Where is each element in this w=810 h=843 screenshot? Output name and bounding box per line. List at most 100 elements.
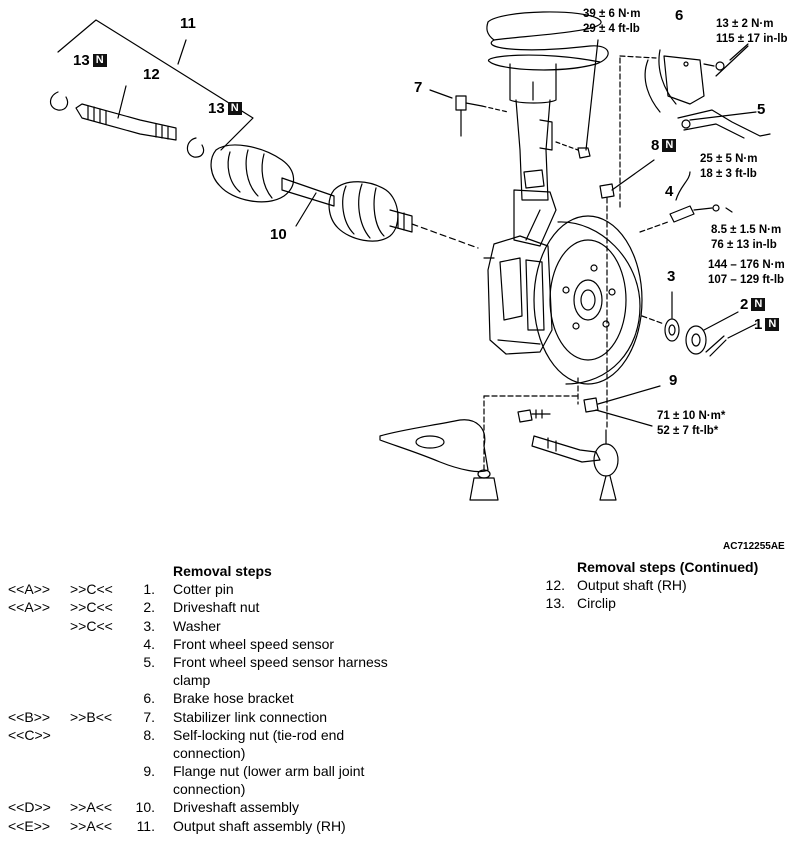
washer [664, 291, 680, 342]
removal-step-4: 4. Front wheel speed sensor [8, 635, 428, 653]
flange-nut [577, 377, 661, 427]
removal-step-3: >>C<< 3. Washer [8, 617, 428, 635]
step-text: Self-locking nut (tie-rod end connection… [173, 726, 345, 761]
service-code-removal: <<D>> [8, 799, 51, 816]
service-code-install: >>A<< [70, 799, 113, 816]
step-text: Washer [173, 617, 221, 634]
driveshaft-nut [685, 311, 739, 355]
driveshaft-assembly [210, 144, 479, 249]
step-number: 8. [143, 726, 155, 743]
circlip-left [49, 91, 69, 111]
step-number: 10. [135, 799, 155, 816]
step-number: 2. [143, 599, 155, 616]
strut-spring [486, 11, 609, 247]
service-code-install: >>B<< [70, 708, 113, 725]
service-code-install: >>A<< [70, 817, 113, 834]
step-text: Output shaft (RH) [577, 577, 687, 594]
step-number: 3. [143, 617, 155, 634]
self-locking-nut [599, 159, 655, 431]
harness-clamp [677, 109, 771, 139]
step-text: Cotter pin [173, 581, 234, 598]
service-code-install: >>C<< [70, 599, 113, 616]
strut-nut [555, 39, 599, 159]
step-text: Circlip [577, 595, 616, 612]
new-part-badge: N [765, 318, 780, 331]
step-number: 6. [143, 690, 155, 707]
step-text: Stabilizer link connection [173, 708, 328, 725]
new-part-badge: N [92, 54, 107, 67]
brake-hose-bracket [619, 43, 749, 211]
callout-6: 6 [675, 7, 684, 24]
removal-continued-heading: Removal steps (Continued) [577, 559, 759, 575]
removal-step-9: 9. Flange nut (lower arm ball joint conne… [8, 762, 428, 798]
step-number: 9. [143, 763, 155, 780]
removal-continued-heading-row: Removal steps (Continued) [537, 558, 807, 576]
removal-step-8: <<C>> 8. Self-locking nut (tie-rod end con… [8, 726, 428, 762]
callout-9: 9 [669, 372, 678, 389]
service-code-install: >>C<< [70, 581, 113, 598]
callout-5: 5 [757, 101, 766, 118]
removal-steps-continued: Removal steps (Continued) 12. Output sha… [537, 558, 807, 613]
step-number: 12. [545, 577, 565, 594]
brake-caliper [483, 235, 553, 355]
flange-bolt [517, 409, 551, 423]
stabilizer-link [429, 89, 509, 137]
removal-heading: Removal steps [173, 563, 272, 579]
service-code-removal: <<C>> [8, 726, 51, 743]
figure-code: AC712255AE [723, 541, 785, 552]
removal-step-2: <<A>> >>C<< 2. Driveshaft nut [8, 598, 428, 616]
callout-10: 10 [270, 226, 287, 243]
step-number: 1. [143, 581, 155, 598]
output-shaft [75, 85, 177, 141]
step-number: 7. [143, 708, 155, 725]
step-number: 4. [143, 635, 155, 652]
assembly-11-bracket [57, 19, 254, 151]
service-code-install: >>C<< [70, 617, 113, 634]
callout-12: 12 [143, 66, 160, 83]
step-text: Brake hose bracket [173, 690, 294, 707]
removal-step-13: 13. Circlip [537, 594, 807, 612]
service-code-removal: <<A>> [8, 581, 51, 598]
torque-spec-flange-nut: 71 ± 10 N·m*52 ± 7 ft-lb* [657, 410, 726, 437]
removal-step-11: <<E>>>>A<<11.Output shaft assembly (RH) [8, 817, 428, 835]
removal-steps: Removal steps <<A>>>>C<<1.Cotter pin<<A>… [8, 562, 428, 835]
removal-step-6: 6. Brake hose bracket [8, 689, 428, 707]
callout-11: 11 [180, 15, 196, 32]
step-text: Output shaft assembly (RH) [173, 817, 346, 834]
callout-3: 3 [667, 268, 676, 285]
cotter-pin [641, 315, 757, 357]
removal-step-5: 5. Front wheel speed sensor harness clamp [8, 653, 428, 689]
brake-rotor [533, 215, 643, 385]
step-text: Front wheel speed sensor [173, 635, 335, 652]
exploded-view-diagram [49, 11, 771, 501]
step-text: Front wheel speed sensor harness clamp [173, 653, 388, 689]
callout-4: 4 [665, 183, 674, 200]
wheel-speed-sensor [639, 171, 733, 233]
service-code-removal: <<B>> [8, 708, 51, 725]
step-text: Driveshaft assembly [173, 799, 300, 816]
step-number: 11. [136, 817, 155, 834]
step-number: 13. [545, 595, 565, 612]
new-part-badge: N [751, 298, 766, 311]
callout-7: 7 [414, 79, 423, 96]
new-part-badge: N [227, 102, 242, 115]
removal-heading-row: Removal steps [8, 562, 428, 580]
step-text: Flange nut (lower arm ball joint connect… [173, 763, 365, 798]
step-number: 5. [143, 653, 155, 670]
removal-step-7: <<B>> >>B<< 7. Stabilizer link connection [8, 708, 428, 726]
new-part-badge: N [662, 139, 677, 152]
tie-rod-end [531, 429, 619, 501]
service-code-removal: <<A>> [8, 599, 51, 616]
removal-step-10: <<D>> >>A<< 10. Driveshaft assembly [8, 798, 428, 816]
circlip-right [186, 137, 205, 158]
step-text: Driveshaft nut [173, 599, 260, 616]
